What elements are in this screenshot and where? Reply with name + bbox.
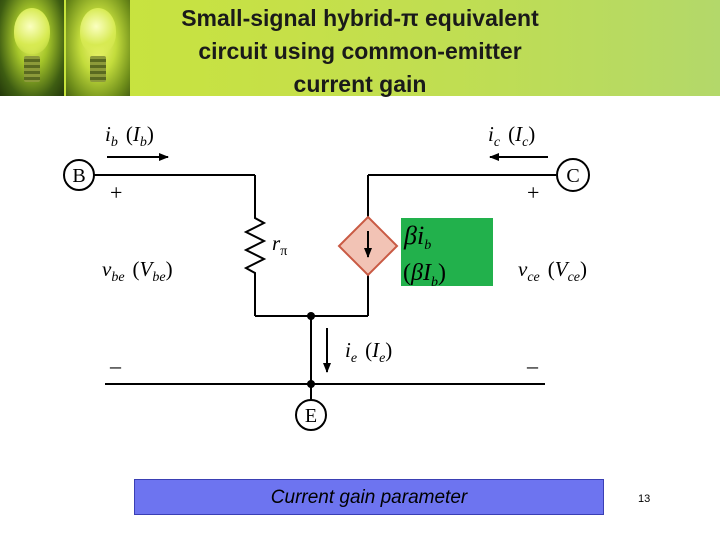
emitter-current-label: ie(Ie)	[345, 338, 392, 366]
hybrid-pi-circuit-diagram: B C E βib (βIb) ib(Ib) ic(Ic) vbe(Vbe) v…	[63, 122, 590, 431]
base-current-label: ib(Ib)	[105, 122, 154, 150]
junction-dot	[307, 312, 315, 320]
bulb-glass	[80, 8, 116, 54]
r-pi-label: rπ	[272, 231, 287, 259]
source-gain-label-box	[401, 218, 493, 286]
caption-text: Current gain parameter	[270, 487, 468, 508]
base-minus-sign: –	[109, 353, 122, 378]
bulb-glass	[14, 8, 50, 54]
base-terminal	[63, 159, 95, 191]
caption-box: Current gain parameter	[134, 479, 604, 515]
lightbulb-image	[66, 0, 130, 96]
emitter-terminal-label: E	[305, 405, 317, 427]
title-banner: Small-signal hybrid-π equivalent circuit…	[0, 0, 720, 97]
bulb-base	[24, 56, 40, 82]
page-number: 13	[638, 493, 651, 505]
vbe-label: vbe(Vbe)	[102, 257, 173, 285]
vce-label: vce(Vce)	[518, 257, 587, 285]
collector-current-label: ic(Ic)	[488, 122, 535, 150]
collector-terminal-label: C	[566, 165, 579, 187]
collector-minus-sign: –	[526, 353, 539, 378]
beta-ib-label: βib	[403, 221, 431, 253]
beta-Ib-label: (βIb)	[403, 260, 446, 290]
junction-dot	[307, 380, 315, 388]
collector-terminal	[556, 158, 590, 192]
r-pi-resistor	[243, 210, 267, 280]
bulb-base	[90, 56, 106, 82]
base-terminal-label: B	[72, 165, 85, 187]
base-plus-sign: +	[110, 180, 122, 205]
lightbulb-image	[0, 0, 64, 96]
emitter-terminal	[295, 399, 327, 431]
slide-title: Small-signal hybrid-π equivalent circuit…	[181, 5, 539, 97]
collector-plus-sign: +	[527, 180, 539, 205]
